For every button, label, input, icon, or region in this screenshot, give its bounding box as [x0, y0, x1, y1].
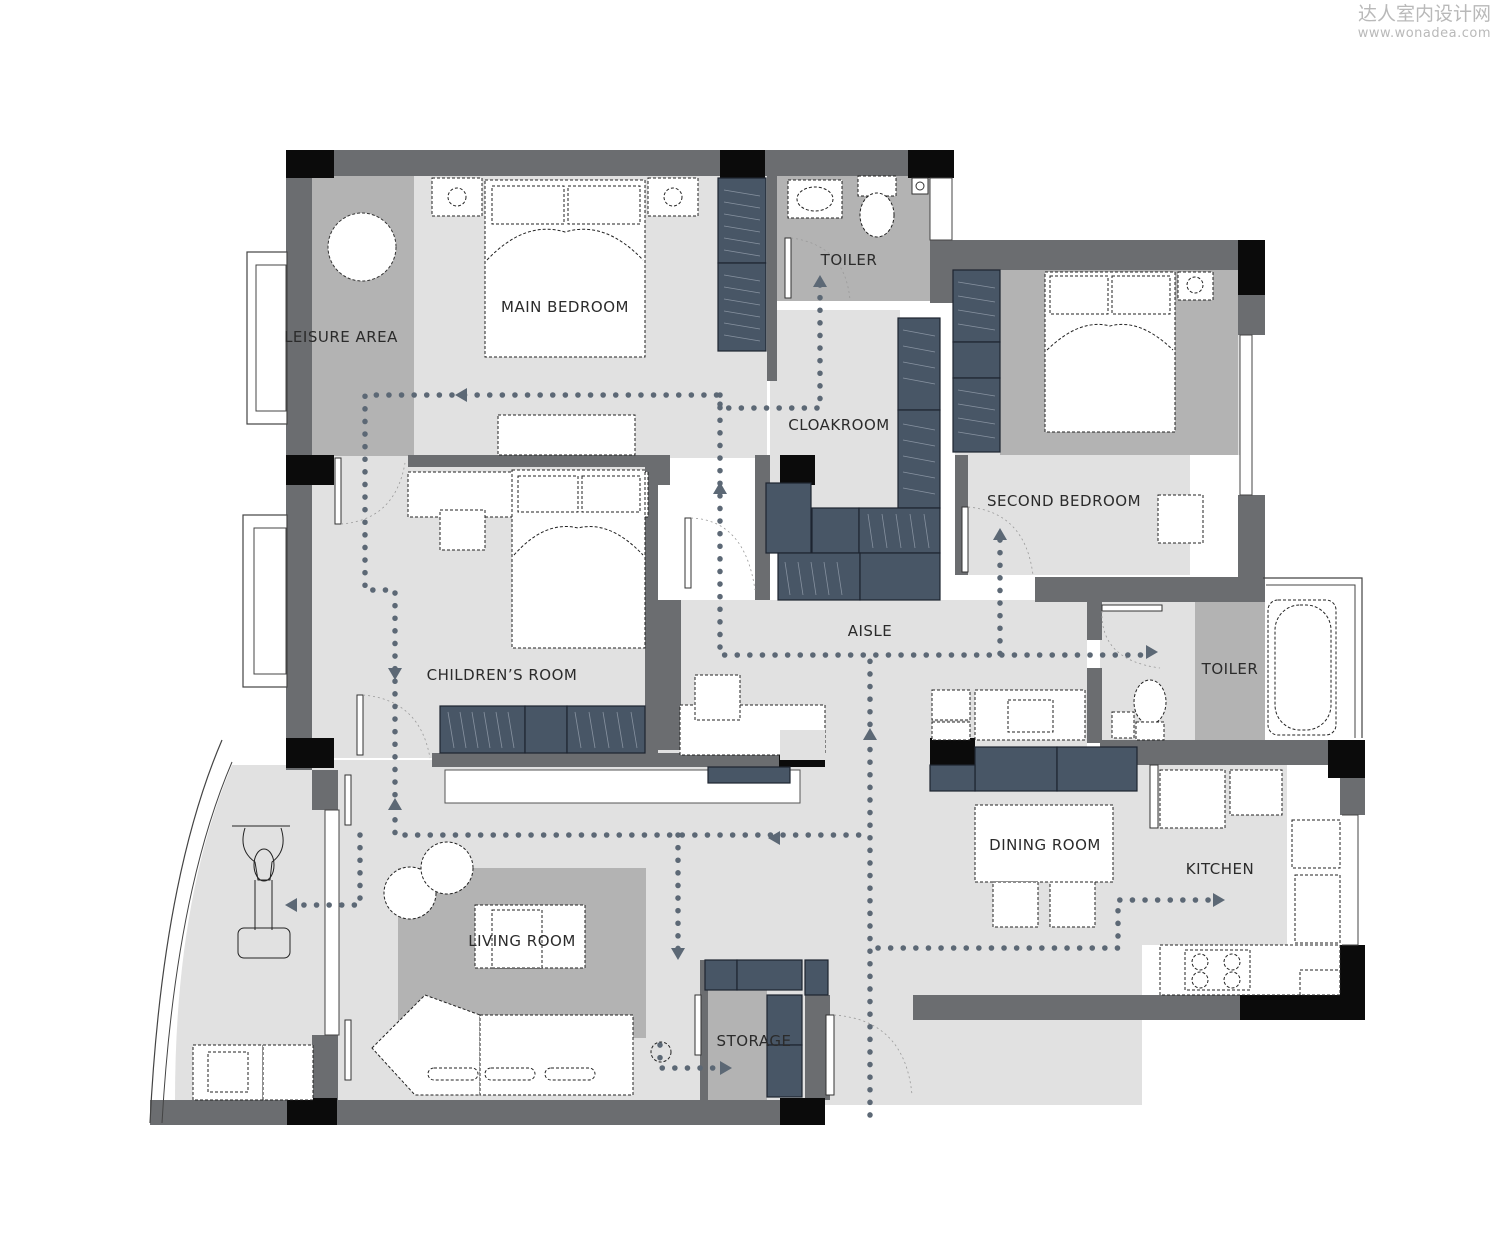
label-dining-room: DINING ROOM [989, 836, 1101, 854]
circulation-flow [285, 275, 1225, 1118]
watermark-brand: 达人室内设计网 [1358, 3, 1491, 25]
label-second-bedroom: SECOND BEDROOM [987, 492, 1141, 510]
arrow-up-icon [713, 482, 727, 494]
label-toiler-top: TOILER [820, 251, 878, 269]
label-leisure-area: LEISURE AREA [284, 328, 398, 346]
furniture [192, 175, 1341, 1101]
cabinets [439, 177, 1138, 1098]
arrow-down-icon [671, 948, 685, 960]
doors [334, 237, 1163, 1096]
arrow-right-icon [1213, 893, 1225, 907]
windows [149, 177, 1363, 1124]
watermark-url: www.wonadea.com [1358, 26, 1491, 41]
arrow-up-icon [813, 275, 827, 287]
label-childrens-room: CHILDREN’S ROOM [427, 666, 578, 684]
watermark: 达人室内设计网 www.wonadea.com [1358, 3, 1491, 41]
arrow-right-icon [720, 1061, 732, 1075]
arrow-left-icon [455, 388, 467, 402]
label-toiler-right: TOILER [1201, 660, 1259, 678]
arrow-up-icon [388, 798, 402, 810]
room-labels: LEISURE AREA MAIN BEDROOM TOILER CLOAKRO… [284, 251, 1258, 1050]
label-living-room: LIVING ROOM [468, 932, 576, 950]
arrow-left-icon [285, 898, 297, 912]
label-kitchen: KITCHEN [1186, 860, 1255, 878]
arrow-down-icon [388, 668, 402, 680]
arrow-up-icon [993, 528, 1007, 540]
label-aisle: AISLE [848, 622, 893, 640]
arrow-up-icon [863, 728, 877, 740]
label-main-bedroom: MAIN BEDROOM [501, 298, 629, 316]
label-cloakroom: CLOAKROOM [788, 416, 889, 434]
label-storage: STORAGE [717, 1032, 792, 1050]
arrow-left-icon [768, 831, 780, 845]
arrow-right-icon [1146, 645, 1158, 659]
